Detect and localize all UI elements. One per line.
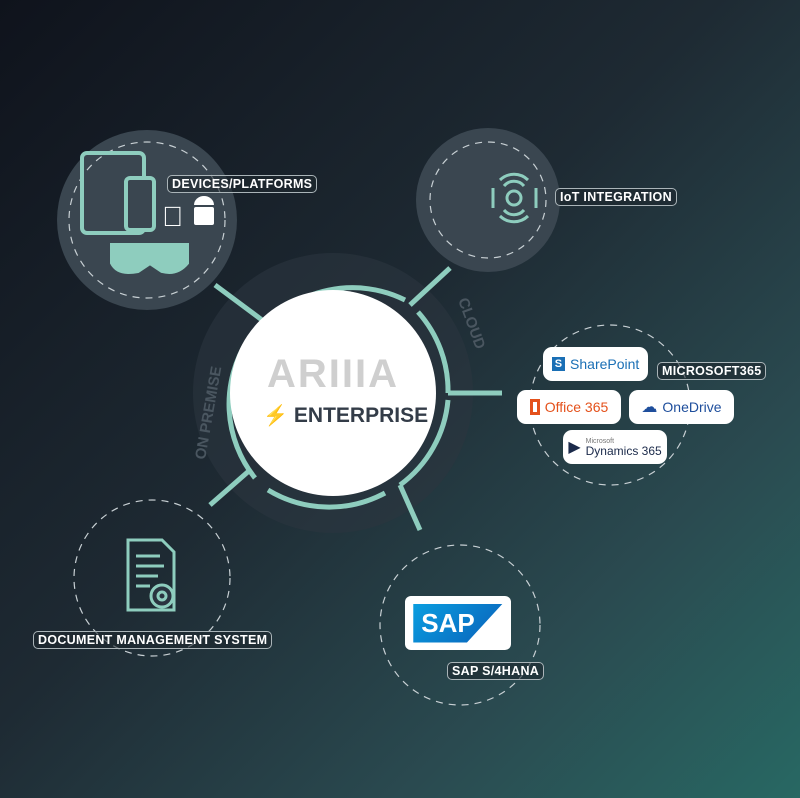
dms-label: DOCUMENT MANAGEMENT SYSTEM: [33, 631, 273, 649]
iot-label: IoT INTEGRATION: [555, 188, 677, 206]
iot-dashed-ring: [429, 141, 547, 259]
iot-icon: [491, 172, 538, 224]
devices-icon: [80, 151, 189, 274]
iot-bg: [416, 128, 560, 272]
sharepoint-text: SharePoint: [570, 356, 640, 372]
enterprise-title: ⚡ ENTERPRISE: [263, 403, 428, 428]
onedrive-icon: ☁: [641, 399, 658, 416]
devices-dashed-ring: [68, 141, 226, 299]
sap-dashed-ring: [379, 544, 541, 706]
microsoft-label: MICROSOFT365: [657, 362, 767, 380]
office365-text: Office 365: [544, 399, 609, 415]
document-gear-icon: [126, 538, 176, 612]
dms-dashed-ring: [73, 499, 231, 657]
android-icon: [194, 196, 214, 225]
dynamics-small-text: Microsoft: [585, 437, 615, 445]
arria-logo: ARIIIA: [267, 352, 399, 396]
devices-label: DEVICES/PLATFORMS: [167, 175, 318, 193]
sap-logo-box: SAP: [405, 596, 511, 650]
dynamics-icon: ▶: [568, 439, 581, 456]
onedrive-text: OneDrive: [662, 399, 722, 415]
sharepoint-icon: S: [551, 357, 566, 371]
office365-pill: Office 365: [517, 390, 621, 424]
sap-logo: SAP: [413, 603, 503, 643]
center-disk: [230, 290, 436, 496]
sharepoint-pill: S SharePoint: [543, 347, 648, 381]
enterprise-label: ENTERPRISE: [293, 403, 429, 427]
lightning-icon: ⚡: [263, 405, 288, 427]
apple-icon: : [162, 201, 183, 232]
sap-label: SAP S/4HANA: [447, 662, 545, 680]
dynamics-text: Dynamics 365: [585, 443, 662, 458]
office-icon: [529, 399, 540, 415]
onedrive-pill: ☁ OneDrive: [629, 390, 734, 424]
